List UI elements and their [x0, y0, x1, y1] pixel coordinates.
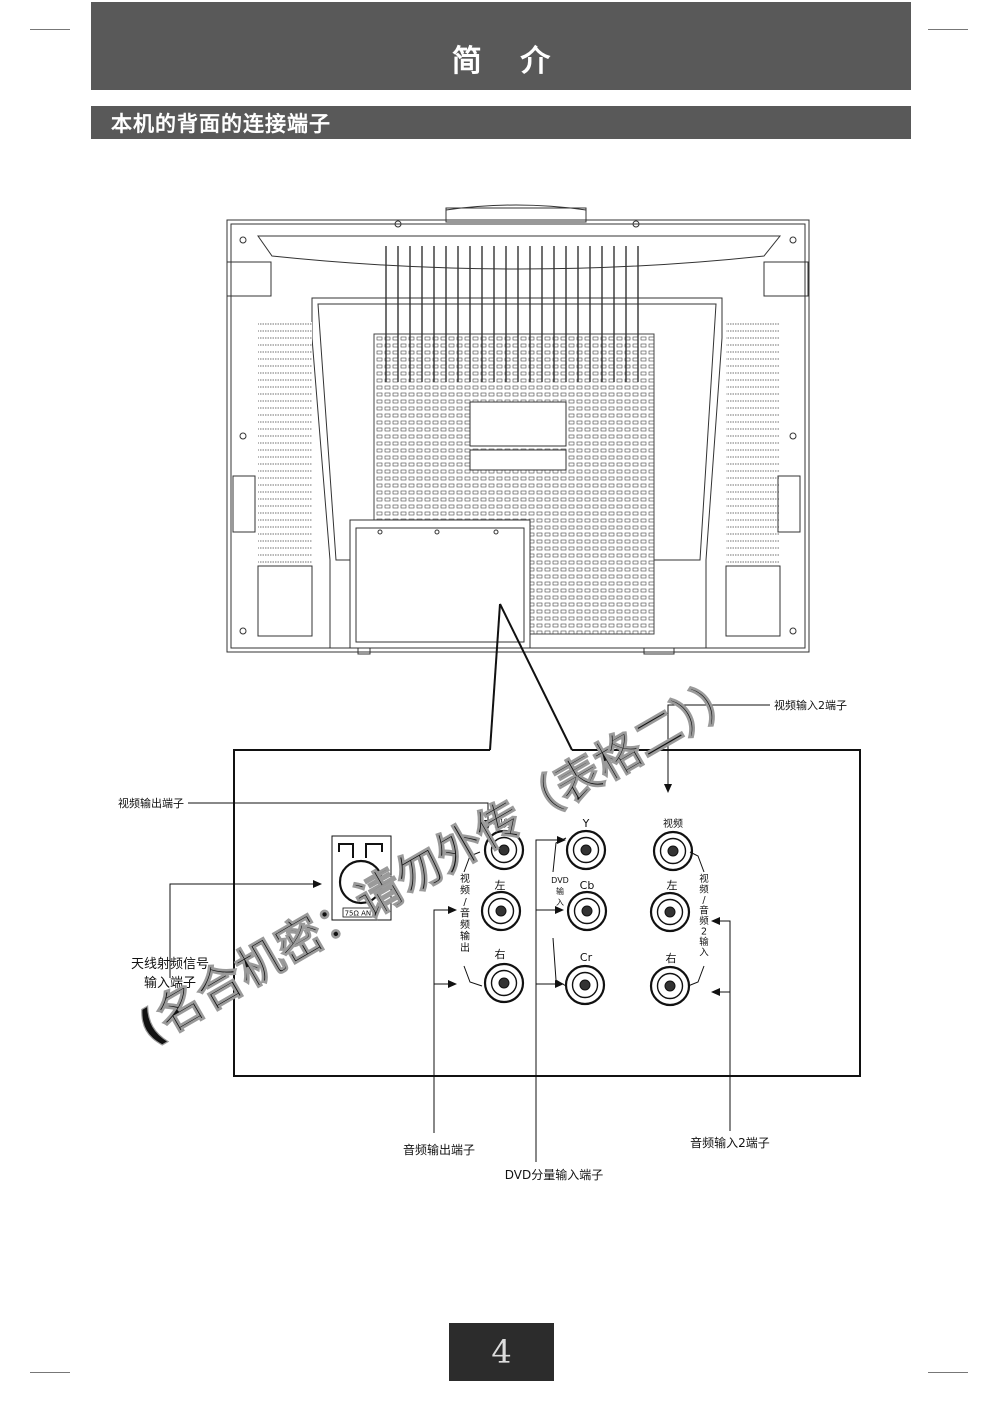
rca-jack[interactable]: [566, 890, 608, 932]
side-char: 入: [556, 898, 564, 907]
callout-antenna-line1: 天线射频信号: [131, 956, 209, 972]
crop-mark: [928, 29, 968, 30]
g3-video-label: 视频: [663, 817, 683, 830]
side-char: 音: [460, 907, 470, 920]
rca-jack[interactable]: [564, 964, 606, 1006]
side-char: 视: [699, 873, 709, 885]
g1-right-label: 右: [495, 947, 506, 961]
side-char: 频: [460, 918, 470, 931]
section-header: 本机的背面的连接端子: [91, 106, 911, 139]
antenna-terminal: 75Ω ANT: [331, 835, 392, 921]
side-char: 音: [699, 905, 709, 917]
side-char: /: [702, 895, 706, 906]
rca-jack[interactable]: [565, 829, 607, 871]
rca-jack[interactable]: [652, 830, 694, 872]
rca-jacks: [480, 829, 694, 1007]
side-char: 2: [701, 927, 707, 938]
g1-left-label: 左: [495, 879, 506, 892]
crop-mark: [30, 1372, 70, 1373]
side-char: 输: [556, 886, 564, 896]
jack-labels: 视频 左 右 Y Cb Cr 视频 左 右: [493, 817, 683, 965]
side-char: 频: [460, 884, 470, 897]
callout-antenna-line2: 输入端子: [144, 975, 196, 991]
tv-rear-view: [226, 204, 810, 655]
rca-jack[interactable]: [483, 962, 525, 1004]
tv-cooling-fins: [385, 246, 639, 382]
side-char: 出: [460, 941, 470, 954]
tv-screws: [239, 220, 797, 635]
page-header: 简 介: [91, 2, 911, 90]
rca-jack[interactable]: [649, 891, 691, 933]
side-char: DVD: [551, 876, 569, 885]
side-char: 频: [699, 915, 709, 927]
g3-left-label: 左: [667, 879, 678, 892]
side-char: 输: [699, 936, 709, 948]
side-char: 入: [699, 948, 709, 959]
g2-cb-label: Cb: [580, 879, 595, 892]
g2-cr-label: Cr: [580, 951, 593, 964]
callout-dvd-component: DVD分量输入端子: [505, 1167, 603, 1182]
page-title: 简 介: [451, 44, 565, 79]
callout-video-in2: 视频输入2端子: [774, 698, 847, 712]
terminal-panel-frame: [233, 749, 861, 1077]
callout-video-out: 视频输出端子: [118, 796, 184, 810]
section-title: 本机的背面的连接端子: [111, 111, 331, 136]
crop-mark: [928, 1372, 968, 1373]
rca-jack[interactable]: [480, 890, 522, 932]
side-char: 输: [460, 930, 470, 943]
antenna-label: 75Ω ANT: [345, 910, 377, 918]
g3-right-label: 右: [666, 951, 677, 965]
g1-video-label: 视频: [493, 817, 513, 830]
crop-mark: [30, 29, 70, 30]
page-number-box: 4: [449, 1323, 554, 1381]
side-char: 频: [699, 884, 709, 896]
callout-labels: 视频输出端子 天线射频信号 输入端子 音频输出端子 DVD分量输入端子 音频输入…: [118, 698, 847, 1182]
callout-audio-out: 音频输出端子: [403, 1142, 475, 1157]
rca-jack[interactable]: [649, 965, 691, 1007]
side-char: /: [463, 897, 467, 908]
rca-jack[interactable]: [483, 829, 525, 871]
callout-audio-in2: 音频输入2端子: [690, 1135, 770, 1150]
page-number: 4: [491, 1333, 512, 1371]
side-char: 视: [460, 872, 470, 885]
callout-leaders: [169, 704, 770, 1162]
g1-side-text: 视频/音频输出: [460, 872, 470, 954]
zoom-wedge: [489, 603, 573, 751]
g2-y-label: Y: [582, 817, 590, 830]
